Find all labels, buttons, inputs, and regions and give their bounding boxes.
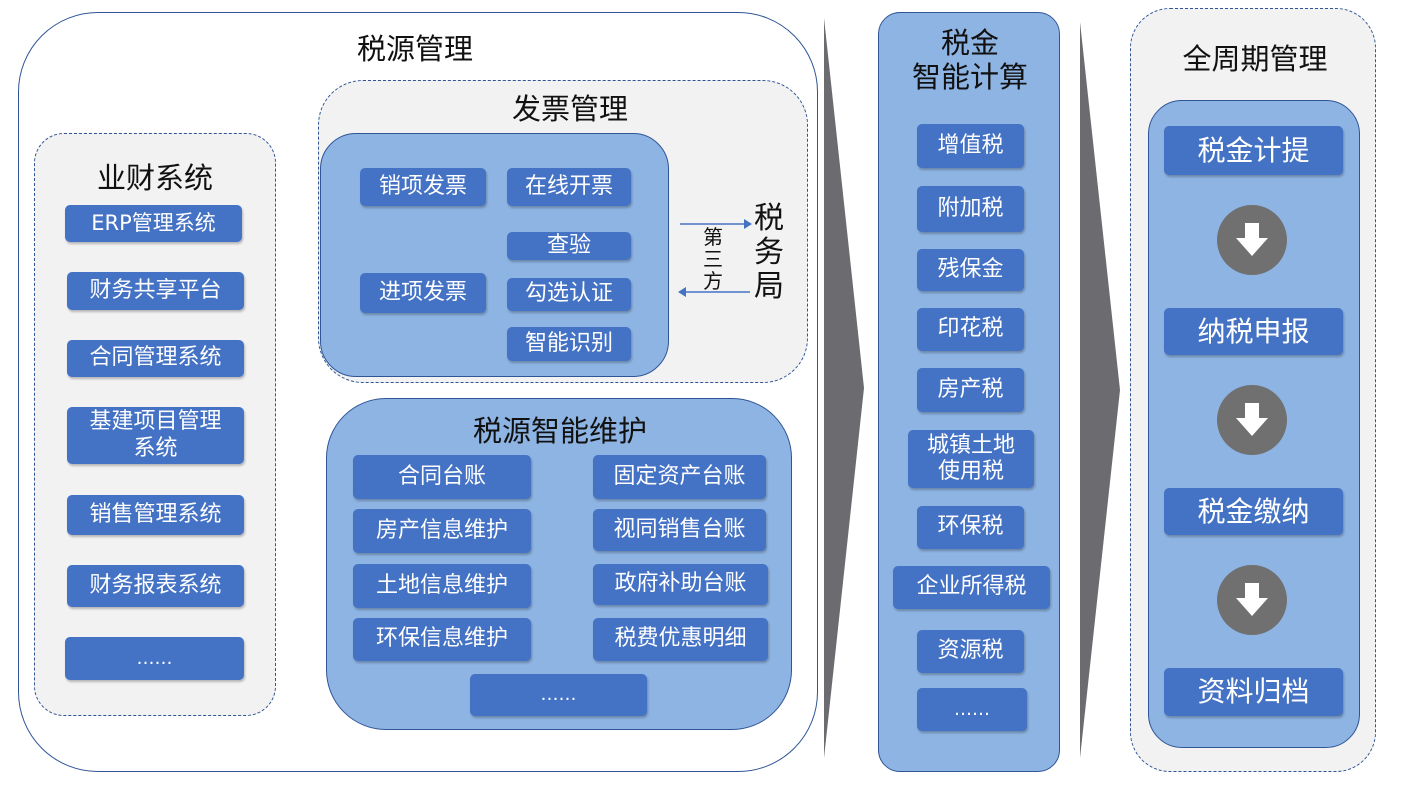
- online-invoicing-button[interactable]: 在线开票: [507, 168, 631, 206]
- step-arrow-2-icon: [1217, 385, 1287, 455]
- select-certify-button[interactable]: 勾选认证: [507, 278, 631, 311]
- tax-accrual-button[interactable]: 税金计提: [1164, 126, 1343, 175]
- erp-system-button[interactable]: ERP管理系统: [65, 205, 242, 242]
- fixed-asset-ledger-button[interactable]: 固定资产台账: [593, 455, 766, 499]
- disability-fund-button[interactable]: 残保金: [917, 249, 1024, 291]
- third-party-label: 第三方: [703, 225, 723, 293]
- check-button[interactable]: 查验: [507, 232, 631, 260]
- property-info-button[interactable]: 房产信息维护: [353, 509, 531, 553]
- resource-tax-button[interactable]: 资源税: [917, 630, 1024, 673]
- step-arrow-3-icon: [1217, 565, 1287, 635]
- sales-system-button[interactable]: 销售管理系统: [67, 495, 244, 535]
- maintenance-title: 税源智能维护: [472, 414, 647, 448]
- step-arrow-1-icon: [1217, 205, 1287, 275]
- tax-calc-title-line1: 税金: [940, 26, 999, 60]
- tax-bureau-label: 税务局: [754, 201, 784, 304]
- tax-calc-more-button[interactable]: ……: [917, 688, 1027, 731]
- env-info-button[interactable]: 环保信息维护: [353, 618, 531, 661]
- maintenance-more-button[interactable]: ……: [470, 674, 647, 716]
- corporate-income-tax-button[interactable]: 企业所得税: [893, 566, 1050, 609]
- tax-calc-title-line2: 智能计算: [911, 60, 1028, 94]
- contract-ledger-button[interactable]: 合同台账: [353, 455, 531, 499]
- stamp-tax-button[interactable]: 印花税: [917, 308, 1024, 351]
- archive-button[interactable]: 资料归档: [1164, 668, 1343, 716]
- tax-preference-button[interactable]: 税费优惠明细: [593, 618, 768, 661]
- property-tax-button[interactable]: 房产税: [917, 368, 1024, 412]
- invoice-title: 发票管理: [511, 92, 628, 126]
- input-invoice-button[interactable]: 进项发票: [360, 273, 486, 313]
- financial-report-button[interactable]: 财务报表系统: [67, 565, 244, 607]
- flow-arrow-2: [824, 18, 864, 758]
- deemed-sales-ledger-button[interactable]: 视同销售台账: [593, 509, 766, 551]
- smart-recognize-button[interactable]: 智能识别: [507, 327, 631, 361]
- output-invoice-button[interactable]: 销项发票: [360, 168, 486, 206]
- business-finance-title: 业财系统: [96, 161, 213, 195]
- infrastructure-system-button[interactable]: 基建项目管理系统: [67, 407, 244, 464]
- third-party-arrows: [678, 219, 752, 297]
- gov-subsidy-ledger-button[interactable]: 政府补助台账: [593, 564, 768, 605]
- surcharge-button[interactable]: 附加税: [917, 186, 1024, 232]
- tax-source-title: 税源管理: [356, 32, 473, 66]
- flow-arrow-3: [1080, 22, 1120, 758]
- land-use-tax-button[interactable]: 城镇土地使用税: [908, 430, 1034, 488]
- vat-button[interactable]: 增值税: [917, 124, 1024, 168]
- lifecycle-title: 全周期管理: [1182, 42, 1328, 76]
- tax-payment-button[interactable]: 税金缴纳: [1164, 488, 1343, 535]
- finance-sharing-button[interactable]: 财务共享平台: [67, 272, 244, 310]
- tax-filing-button[interactable]: 纳税申报: [1164, 308, 1343, 355]
- env-tax-button[interactable]: 环保税: [917, 506, 1024, 549]
- land-info-button[interactable]: 土地信息维护: [353, 564, 531, 608]
- business-more-button[interactable]: ……: [65, 637, 244, 680]
- contract-system-button[interactable]: 合同管理系统: [67, 340, 244, 377]
